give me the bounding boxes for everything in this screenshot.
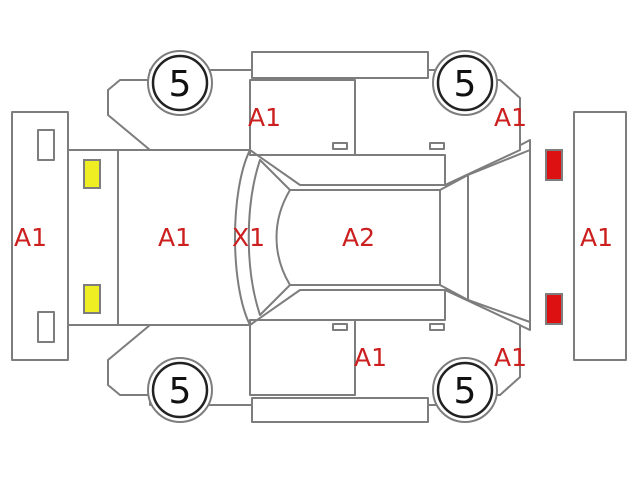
front-lamp-left-icon [83, 159, 101, 189]
right-rear-door-grade: A1 [354, 343, 387, 372]
tire-front-right: 5 [147, 357, 213, 423]
rear-bumper [573, 111, 627, 361]
left-rear-fender-grade: A1 [494, 103, 527, 132]
tire-front-left-value: 5 [169, 64, 192, 105]
roof-grade: A2 [342, 223, 375, 252]
tire-front-right-value: 5 [169, 371, 192, 412]
tire-rear-left-value: 5 [454, 64, 477, 105]
tire-front-left: 5 [147, 50, 213, 116]
front-bumper [11, 111, 69, 361]
rear-lamp-right-icon [545, 293, 563, 325]
tire-rear-right: 5 [432, 357, 498, 423]
rear-bumper-grade: A1 [580, 223, 613, 252]
rear-lamp-left-icon [545, 149, 563, 181]
hood-grade: A1 [158, 223, 191, 252]
front-lamp-right-icon [83, 284, 101, 314]
left-rear-door-grade: A1 [248, 103, 281, 132]
front-bumper-grade: A1 [14, 223, 47, 252]
right-rear-fender-grade: A1 [494, 343, 527, 372]
tire-rear-right-value: 5 [454, 371, 477, 412]
windshield-grade: X1 [232, 223, 265, 252]
tire-rear-left: 5 [432, 50, 498, 116]
